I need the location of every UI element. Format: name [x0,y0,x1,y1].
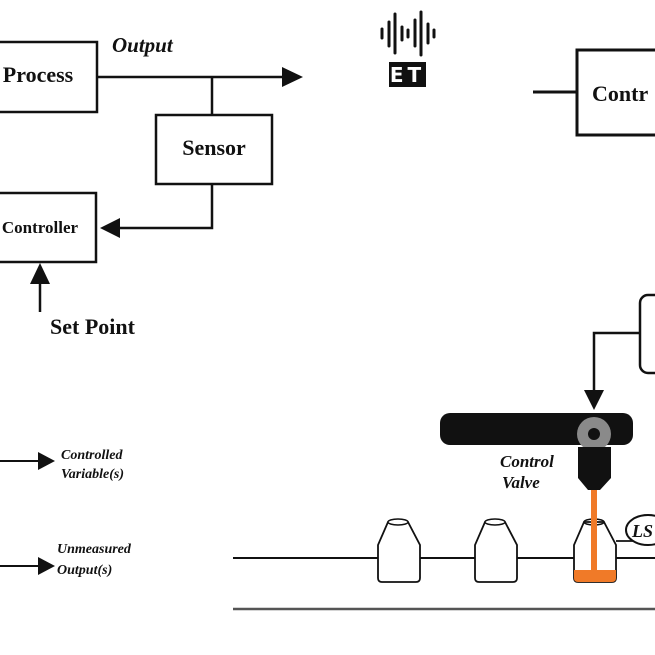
level-controller-box [638,293,655,375]
block-diagram: Process Output Sensor Controller Set Poi… [0,33,303,339]
unmeasured-label-2: Output(s) [57,563,112,578]
controlled-arrowhead [38,452,55,470]
controller-label: Controller [2,218,79,237]
process-label: Process [3,62,74,87]
et-logo: ET [380,10,436,87]
output-arrowhead [282,67,303,87]
sensor-label: Sensor [182,135,246,160]
signal-arrowhead [584,390,604,410]
sensor-box [154,113,274,186]
level-switch [625,514,655,546]
feedback-line [118,184,214,230]
unmeasured-label-1: Unmeasured [57,542,132,557]
logo-text: ET [390,63,425,87]
valve-center [588,428,600,440]
controller-box [0,191,98,264]
set-point-arrowhead [30,263,50,284]
liquid-stream [591,490,597,572]
set-point-label: Set Point [50,314,136,339]
right-diagram: Contr Control Valve LS [233,48,655,611]
feedback-arrowhead [100,218,120,238]
control-valve-label-2: Valve [502,473,540,492]
controlled-label-2: Variable(s) [61,467,124,482]
bottle [377,518,421,583]
unmeasured-arrowhead [38,557,55,575]
output-arrows: Controlled Variable(s) Unmeasured Output… [0,448,132,578]
output-label: Output [112,33,174,57]
waveform-icon [380,10,436,57]
controller-right-label: Contr [592,81,648,106]
bottle [474,518,518,583]
level-switch-label: LS [631,521,653,541]
signal-line [592,331,640,392]
controller-box-right [575,48,655,137]
valve-nozzle [578,447,611,490]
controlled-label-1: Controlled [61,448,123,463]
control-valve-label-1: Control [500,452,554,471]
